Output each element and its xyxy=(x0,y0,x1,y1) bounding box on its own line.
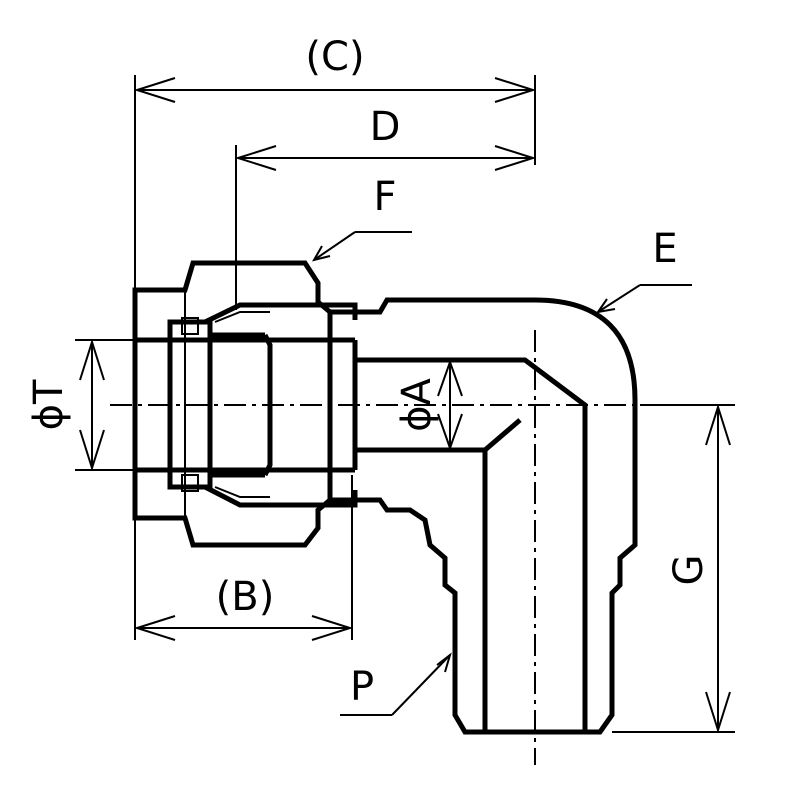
leader-p: P xyxy=(340,652,452,716)
label-e: E xyxy=(652,226,677,272)
dimension-t: ϕT xyxy=(26,338,135,472)
dimension-d: D xyxy=(234,104,537,310)
label-p: P xyxy=(350,664,374,710)
dimension-a: ϕA xyxy=(394,358,463,452)
center-lines xyxy=(110,330,735,765)
label-b: (B) xyxy=(216,574,275,620)
label-t: ϕT xyxy=(26,379,72,430)
label-f: F xyxy=(373,174,396,220)
leader-e: E xyxy=(595,226,692,314)
dimension-g: G xyxy=(612,403,735,734)
label-d: D xyxy=(370,104,401,150)
label-c: (C) xyxy=(305,34,364,80)
label-g: G xyxy=(666,555,712,586)
elbow-body xyxy=(330,297,638,735)
label-a: ϕA xyxy=(394,377,440,431)
leader-f: F xyxy=(311,174,412,262)
dimension-b: (B) xyxy=(133,475,354,641)
dimension-c: (C) xyxy=(133,34,537,290)
